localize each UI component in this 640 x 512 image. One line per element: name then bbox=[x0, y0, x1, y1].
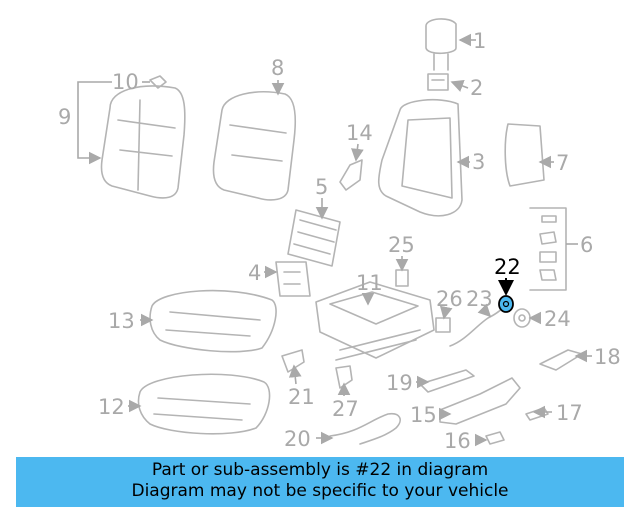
label-26: 26 bbox=[436, 287, 463, 311]
cover-part-16 bbox=[485, 431, 505, 445]
caption-line-2: Diagram may not be specific to your vehi… bbox=[131, 481, 509, 501]
trim-part-19 bbox=[419, 369, 475, 393]
label-15: 15 bbox=[410, 403, 437, 427]
label-17: 17 bbox=[556, 401, 583, 425]
seat-cushion-cover-part bbox=[149, 289, 277, 353]
bracket-part-4 bbox=[275, 261, 311, 297]
knob-part-21 bbox=[281, 349, 305, 373]
caption-banner: Part or sub-assembly is #22 in diagram D… bbox=[16, 457, 624, 507]
label-13: 13 bbox=[108, 309, 135, 333]
label-24: 24 bbox=[544, 307, 571, 331]
side-trim-part bbox=[439, 377, 521, 425]
back-panel-part bbox=[504, 123, 545, 187]
seat-frame-part bbox=[315, 281, 435, 361]
label-12: 12 bbox=[98, 395, 125, 419]
label-20: 20 bbox=[284, 427, 311, 451]
clip-part-27 bbox=[335, 365, 353, 389]
label-11: 11 bbox=[356, 271, 383, 295]
part-24 bbox=[513, 308, 531, 328]
seatback-cover-part bbox=[100, 85, 186, 199]
lumbar-support-part bbox=[287, 209, 341, 267]
label-4: 4 bbox=[248, 261, 261, 285]
clip-part-10 bbox=[149, 75, 167, 89]
label-7: 7 bbox=[556, 151, 569, 175]
label-16: 16 bbox=[444, 429, 471, 453]
label-19: 19 bbox=[386, 371, 413, 395]
seatback-pad-part bbox=[212, 91, 297, 201]
label-8: 8 bbox=[271, 56, 284, 80]
label-25: 25 bbox=[388, 233, 415, 257]
label-6: 6 bbox=[580, 233, 593, 257]
cover-part-18 bbox=[539, 349, 583, 371]
leader-lines bbox=[77, 33, 592, 447]
clip-part-26 bbox=[435, 317, 451, 333]
label-10: 10 bbox=[112, 70, 139, 94]
seatback-frame-part bbox=[377, 98, 463, 217]
harness-part bbox=[329, 412, 401, 445]
caption-line-1: Part or sub-assembly is #22 in diagram bbox=[151, 460, 489, 480]
label-22: 22 bbox=[494, 255, 521, 279]
guide-part bbox=[427, 73, 449, 91]
clip-group-6 bbox=[529, 207, 567, 291]
label-9: 9 bbox=[58, 105, 71, 129]
headrest-part bbox=[425, 18, 457, 71]
label-23: 23 bbox=[466, 287, 493, 311]
part-labels: 1 2 3 4 5 6 7 8 9 10 11 12 13 14 15 16 1… bbox=[58, 29, 621, 453]
label-27: 27 bbox=[332, 397, 359, 421]
label-3: 3 bbox=[472, 150, 485, 174]
label-18: 18 bbox=[594, 345, 621, 369]
highlighted-part-22 bbox=[498, 295, 514, 313]
label-14: 14 bbox=[346, 121, 373, 145]
cover-part-17 bbox=[525, 407, 549, 421]
label-5: 5 bbox=[315, 175, 328, 199]
label-2: 2 bbox=[470, 76, 483, 100]
label-1: 1 bbox=[473, 29, 486, 53]
seat-cushion-pad-part bbox=[137, 373, 271, 435]
switch-part-25 bbox=[395, 269, 409, 287]
bracket-part-14 bbox=[339, 159, 363, 191]
label-21: 21 bbox=[288, 385, 315, 409]
